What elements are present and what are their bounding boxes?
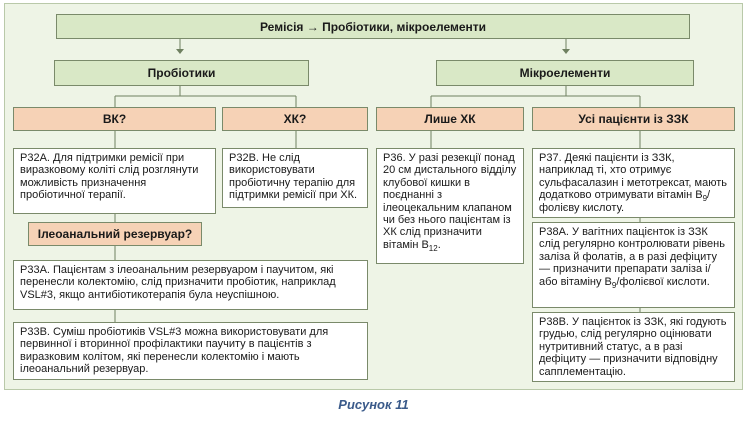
recommendation-p38a: Р38А. У вагітних пацієнток із ЗЗК слід р… bbox=[532, 222, 735, 308]
vk-header: ВК? bbox=[13, 107, 216, 131]
diagram-title-text: Ремісія → Пробіотики, мікроелементи bbox=[259, 19, 487, 34]
recommendation-p33b: Р33В. Суміш пробіотиків VSL#3 можна вико… bbox=[13, 322, 368, 380]
ileoanal-pouch-header: Ілеоанальний резервуар? bbox=[28, 222, 202, 246]
probiotics-header: Пробіотики bbox=[54, 60, 309, 86]
microelements-header: Мікроелементи bbox=[436, 60, 694, 86]
recommendation-p32b: Р32В. Не слід використовувати пробіотичн… bbox=[222, 148, 368, 208]
figure-caption: Рисунок 11 bbox=[338, 397, 409, 412]
xk-only-header: Лише ХК bbox=[376, 107, 524, 131]
all-ibd-patients-header: Усі пацієнти із ЗЗК bbox=[532, 107, 735, 131]
xk-header: ХК? bbox=[222, 107, 368, 131]
recommendation-p32a: Р32А. Для підтримки ремісії при виразков… bbox=[13, 148, 216, 214]
recommendation-p36: Р36. У разі резекції понад 20 см дисталь… bbox=[376, 148, 524, 264]
recommendation-p38b: Р38В. У пацієнток із ЗЗК, які годують гр… bbox=[532, 312, 735, 382]
diagram-title: Ремісія → Пробіотики, мікроелементи bbox=[56, 14, 690, 39]
recommendation-p33a: Р33А. Пацієнтам з ілеоанальним резервуар… bbox=[13, 260, 368, 310]
recommendation-p37: Р37. Деякі пацієнти із ЗЗК, наприклад ті… bbox=[532, 148, 735, 218]
